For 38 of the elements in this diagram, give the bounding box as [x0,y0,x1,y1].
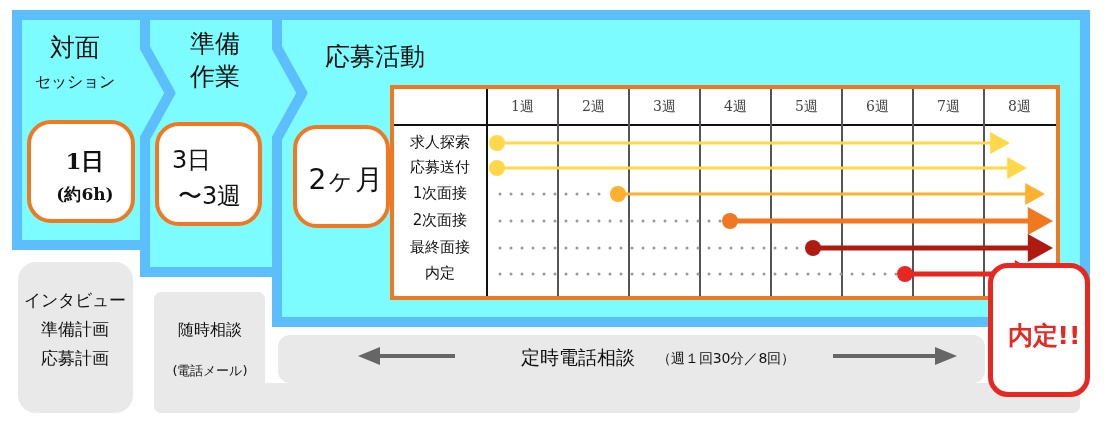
duration-text: 〜3週 [178,181,243,211]
column-header: 5週 [794,97,819,115]
column-header: 2週 [581,97,606,115]
row-label: 最終面接 [409,238,471,256]
consultation-text: インタビュー [23,289,127,311]
duration-text: 3日 [172,145,213,175]
heading-text: 準備作業 [189,28,241,93]
result-box [988,263,1090,397]
sub-text: セッション [34,72,116,92]
row-label: 1次面接 [411,184,469,202]
heading-text: 対面 [49,33,101,63]
duration-text: (約6h) [55,183,115,205]
consultation-text: 応募計画 [40,347,110,369]
heading-text: 応募活動 [324,42,426,72]
consultation-text: (電話メール) [171,363,249,379]
consultation-bar [278,335,985,383]
result-text: 内定!! [1006,321,1082,351]
consultation-text: 準備計画 [40,318,110,340]
duration-text: 1日 [64,147,106,175]
row-label: 応募送付 [409,158,471,176]
row-label: 2次面接 [411,211,469,229]
column-header: 6週 [865,97,890,115]
column-header: 8週 [1007,97,1032,115]
duration-text: 2ヶ月 [307,163,385,197]
stage-panel [12,10,175,250]
column-header: 4週 [723,97,748,115]
duration-box [155,122,262,226]
support-area [154,292,1080,413]
row-label: 求人探索 [409,133,471,151]
duration-box [293,125,390,228]
column-header: 3週 [652,97,677,115]
consultation-text: （週１回30分／8回） [655,349,797,367]
consultation-text: 定時電話相談 [520,345,636,369]
duration-box [27,120,135,223]
row-label: 内定 [424,264,456,282]
consultation-text: 随時相談 [177,320,243,340]
column-header: 1週 [510,97,535,115]
column-header: 7週 [936,97,961,115]
